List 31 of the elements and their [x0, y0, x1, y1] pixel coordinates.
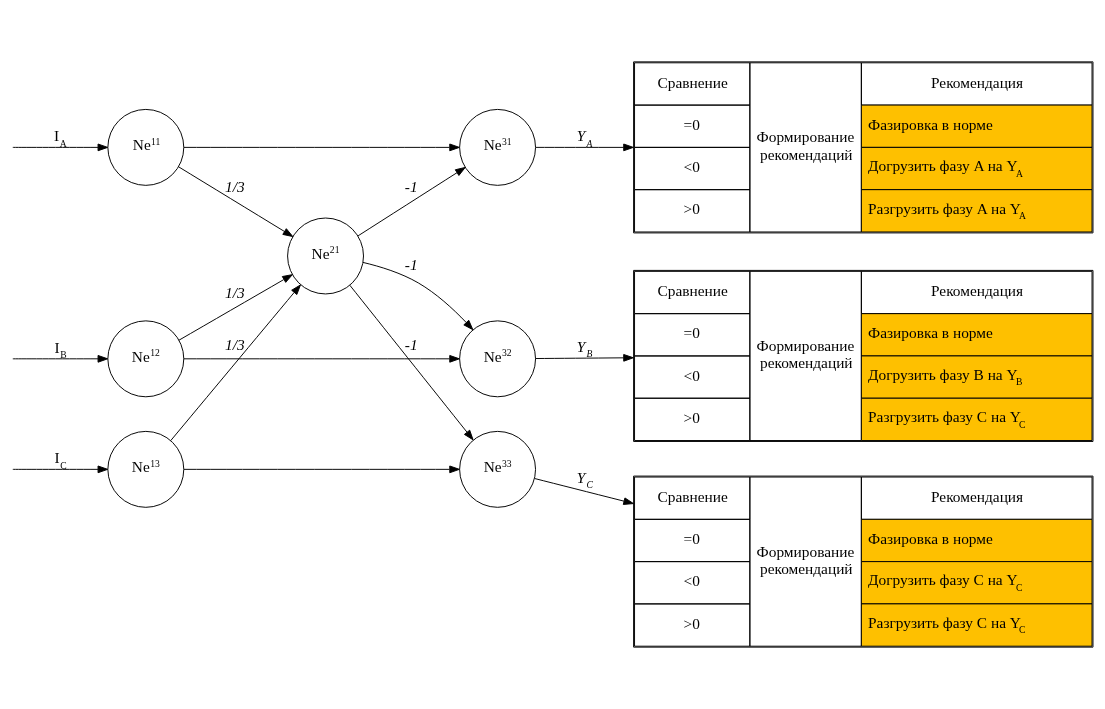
node-circle: Ne$^{11}$	[107, 108, 185, 186]
node-circle: Ne$^{31}$	[459, 108, 537, 186]
node-circle: Ne$^{12}$	[107, 320, 185, 398]
arrow	[183, 465, 460, 474]
edge-label: I$_{B}$	[54, 338, 67, 361]
edge-label: -1	[404, 256, 418, 274]
arrow	[349, 284, 474, 441]
arrow	[178, 166, 294, 238]
edge-label: Y$_{B}$	[576, 337, 593, 360]
edge-label: -1	[404, 335, 418, 353]
arrow	[535, 354, 634, 362]
edge-label: 1/3	[225, 284, 245, 302]
arrow	[357, 166, 466, 237]
edge-label: I$_{C}$	[54, 449, 67, 471]
arrow	[12, 465, 109, 474]
arrow	[183, 143, 460, 152]
arrow	[12, 143, 109, 152]
edge-label: -1	[404, 178, 418, 196]
edge-label: Y$_{C}$	[576, 468, 593, 491]
edge-label: 1/3	[225, 178, 245, 196]
arrow	[362, 261, 474, 331]
arrow	[534, 478, 634, 505]
edge-label: I$_{A}$	[54, 127, 67, 149]
arrow	[12, 354, 109, 363]
edge-label: Y$_{A}$	[576, 127, 593, 149]
arrow	[178, 274, 293, 341]
edge-label: 1/3	[225, 335, 245, 353]
arrow	[170, 284, 301, 442]
arrow	[183, 354, 460, 363]
arrow	[535, 143, 634, 152]
node-circle: Ne$^{13}$	[107, 430, 185, 508]
